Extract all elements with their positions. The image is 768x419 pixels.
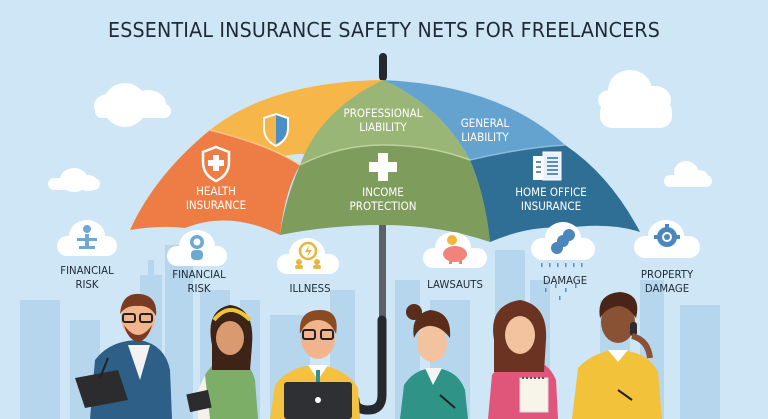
piggy-bank-icon	[443, 235, 467, 264]
cloud-small-right	[664, 161, 712, 187]
documents-icon	[533, 151, 562, 181]
risk-label-lawsuits: LAWSAUTS	[427, 278, 483, 291]
risk-cloud-1	[57, 220, 117, 256]
risk-label-damage: DAMAGE	[542, 274, 588, 287]
umbrella-canopy	[130, 80, 640, 242]
risk-cloud-2	[167, 230, 227, 266]
page-title: ESSENTIAL INSURANCE SAFETY NETS FOR FREE…	[107, 18, 661, 42]
cloud-top-left	[94, 83, 171, 127]
gear-coin-icon	[654, 224, 680, 247]
risk-cloud-4	[423, 232, 487, 268]
risk-label-illness: ILLNESS	[289, 282, 331, 295]
segment-label-health: HEALTH INSURANCE	[185, 184, 247, 212]
cloud-top-right	[598, 70, 672, 128]
plus-icon	[369, 153, 397, 181]
storm-cloud-icon	[551, 229, 575, 254]
segment-label-income: INCOME PROTECTION	[349, 185, 417, 213]
risk-cloud-3	[277, 238, 339, 274]
person-man-on-phone	[572, 292, 662, 419]
risk-cloud-5	[531, 222, 595, 300]
person-balance-icon	[77, 225, 97, 249]
risk-label-financial-2: FINANCIAL RISK	[172, 268, 226, 295]
rain-drops	[541, 263, 583, 300]
people-lightning-icon	[295, 241, 321, 269]
cloud-small-left	[48, 168, 100, 192]
person-woman-writing	[400, 304, 468, 419]
clouds	[48, 70, 712, 192]
medical-shield-icon	[201, 145, 231, 183]
shield-icon	[263, 112, 289, 148]
person-gear-icon	[190, 235, 204, 260]
umbrella-shaft	[379, 225, 386, 325]
umbrella-tip	[379, 53, 387, 81]
person-man-with-tablet	[75, 293, 172, 419]
segment-label-professional: PROFESSIONAL LIABILITY	[343, 106, 423, 134]
risk-label-financial-1: FINANCIAL RISK	[60, 264, 114, 291]
person-man-with-laptop	[270, 310, 360, 419]
person-woman-with-notepad	[186, 305, 258, 419]
umbrella-handle	[350, 315, 387, 415]
segment-label-home-office: HOME OFFICE INSURANCE	[515, 185, 587, 213]
person-woman-with-notebook	[488, 300, 558, 419]
risk-label-property-damage: PROPERTY DAMAGE	[640, 268, 694, 295]
segment-label-general: GENERAL LIABILITY	[460, 116, 510, 144]
risk-cloud-6	[634, 220, 700, 258]
